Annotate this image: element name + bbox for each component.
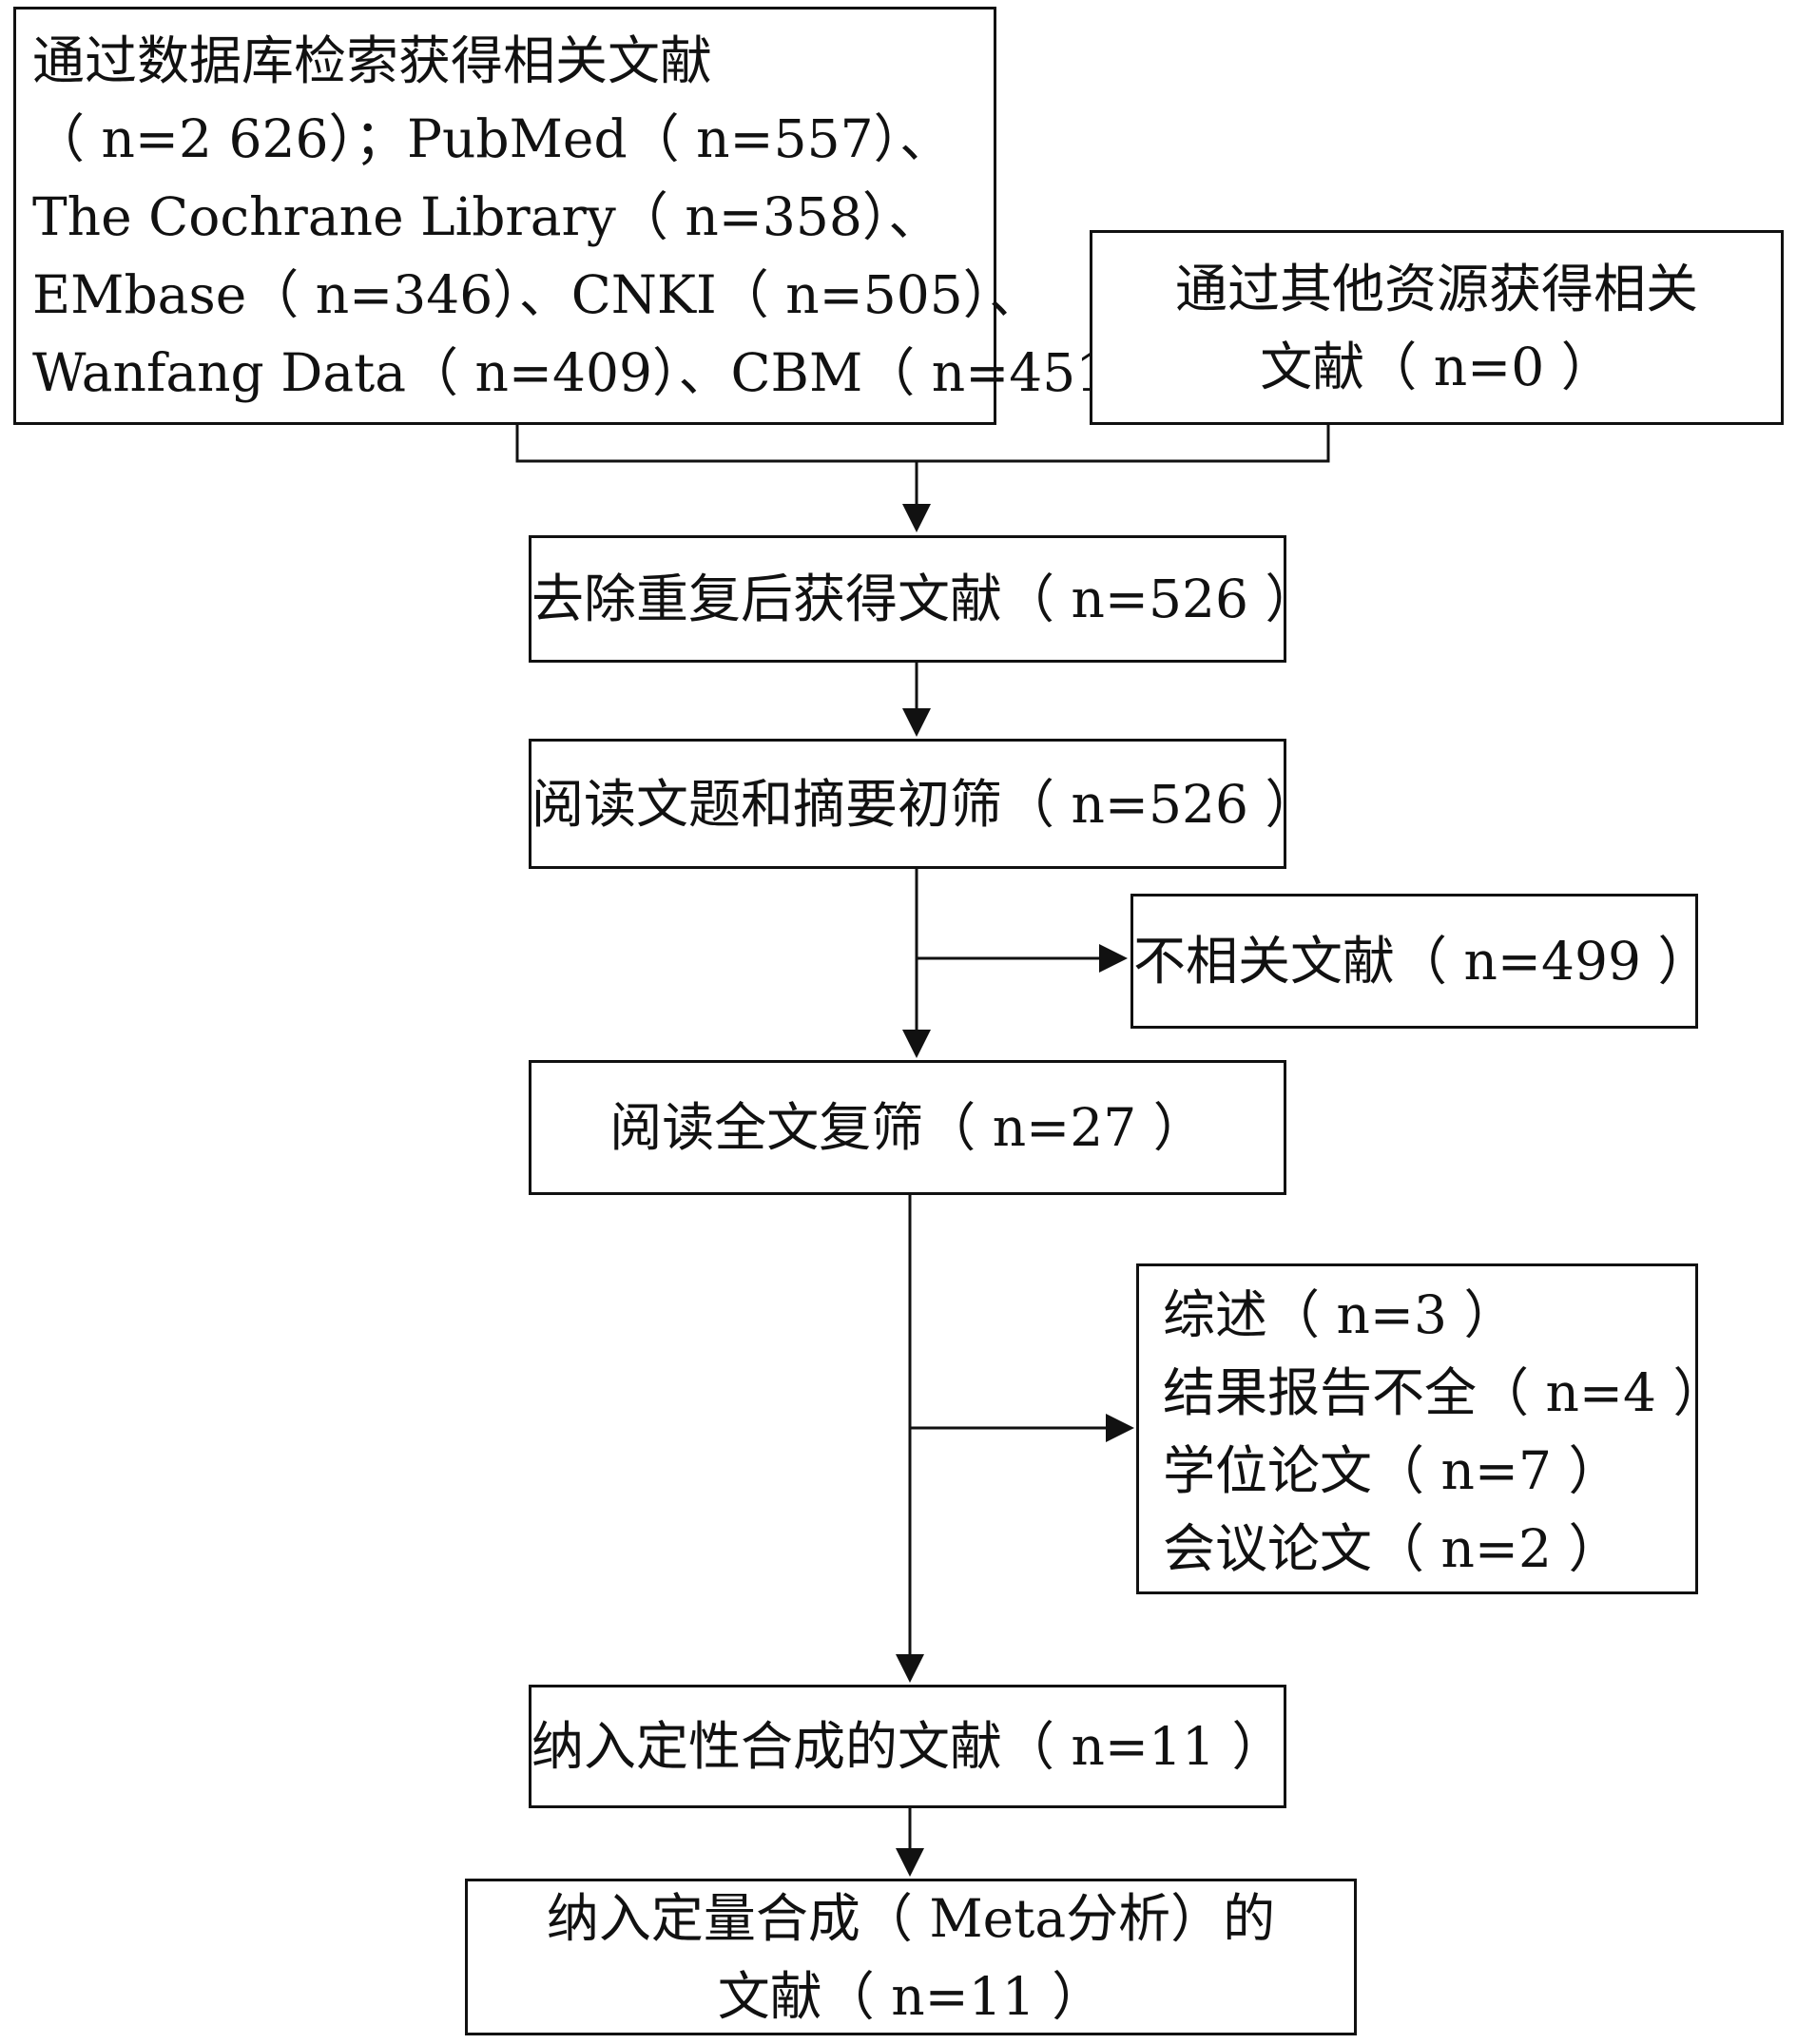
fulltext-screen-box: 阅读全文复筛（ n=27 ） <box>529 1060 1286 1195</box>
merge-connector <box>515 424 1330 463</box>
database-search-line-1: 通过数据库检索获得相关文献 <box>32 30 713 91</box>
database-search-line-3: The Cochrane Library（ n=358）、 <box>32 186 941 247</box>
quantitative-synthesis-box: 纳入定量合成（ Meta分析）的 文献（ n=11 ） <box>465 1879 1357 2035</box>
other-sources-line-1: 通过其他资源获得相关 <box>1174 258 1698 319</box>
other-sources-box: 通过其他资源获得相关 文献（ n=0 ） <box>1090 230 1784 425</box>
quantitative-synthesis-line-2: 文献（ n=11 ） <box>717 1965 1105 2027</box>
deduplicated-box: 去除重复后获得文献（ n=526 ） <box>529 535 1318 663</box>
excluded-thesis-line: 学位论文（ n=7 ） <box>1163 1440 1621 1501</box>
qualitative-synthesis-box: 纳入定性合成的文献（ n=11 ） <box>529 1685 1286 1808</box>
title-abstract-screen-label: 阅读文题和摘要初筛（ n=526 ） <box>531 773 1318 835</box>
database-search-box: 通过数据库检索获得相关文献 （ n=2 626）；PubMed（ n=557）、… <box>13 7 1162 425</box>
excluded-incomplete-line: 结果报告不全（ n=4 ） <box>1163 1362 1726 1423</box>
other-sources-line-2: 文献（ n=0 ） <box>1260 336 1613 397</box>
irrelevant-excluded-box: 不相关文献（ n=499 ） <box>1130 894 1710 1029</box>
deduplicated-label: 去除重复后获得文献（ n=526 ） <box>531 569 1318 629</box>
excluded-conference-line: 会议论文（ n=2 ） <box>1163 1518 1621 1579</box>
fulltext-excluded-box: 综述（ n=3 ） 结果报告不全（ n=4 ） 学位论文（ n=7 ） 会议论文… <box>1136 1263 1726 1594</box>
qualitative-synthesis-label: 纳入定性合成的文献（ n=11 ） <box>531 1716 1285 1777</box>
irrelevant-excluded-label: 不相关文献（ n=499 ） <box>1133 931 1710 992</box>
database-search-line-2: （ n=2 626）；PubMed（ n=557）、 <box>32 108 953 169</box>
excluded-review-line: 综述（ n=3 ） <box>1163 1284 1517 1345</box>
title-abstract-screen-box: 阅读文题和摘要初筛（ n=526 ） <box>529 739 1318 869</box>
database-search-line-5: Wanfang Data（ n=409）、CBM（ n=451） <box>32 342 1162 403</box>
quantitative-synthesis-line-1: 纳入定量合成（ Meta分析）的 <box>546 1887 1276 1949</box>
fulltext-screen-label: 阅读全文复筛（ n=27 ） <box>609 1097 1206 1158</box>
database-search-line-4: EMbase（ n=346）、CNKI（ n=505）、 <box>32 264 1042 325</box>
